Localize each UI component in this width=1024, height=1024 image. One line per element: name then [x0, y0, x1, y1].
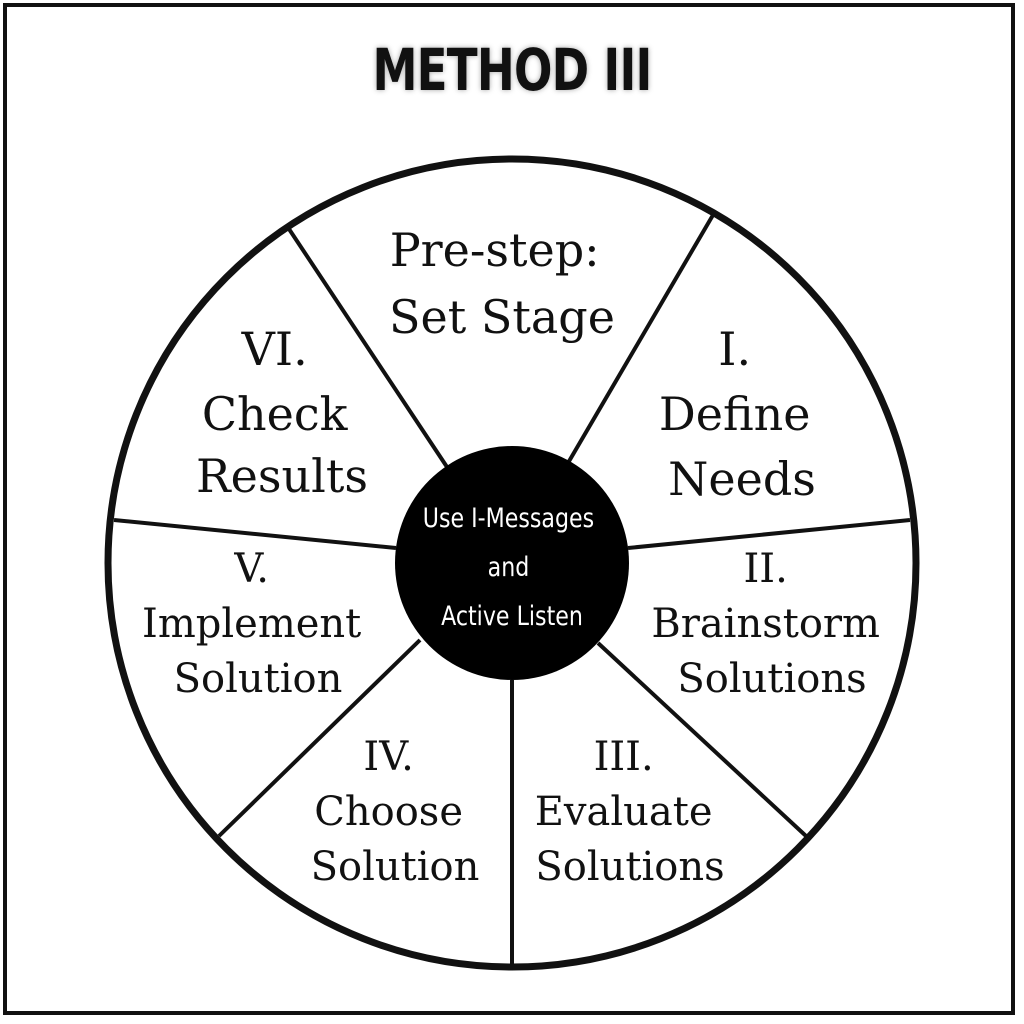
spoke-divider: [596, 641, 808, 838]
segment-vi-number: VI.: [241, 322, 308, 376]
spoke-divider: [113, 518, 397, 550]
segment-iv-line3: Solution: [311, 844, 480, 890]
segment-iii-line2: Evaluate: [535, 789, 713, 835]
spoke-divider: [627, 518, 911, 550]
segment-v-line2: Implement: [142, 601, 361, 647]
segment-ii-line3: Solutions: [677, 656, 866, 702]
hub-line2: and: [488, 551, 530, 583]
segment-iii-number: III.: [594, 734, 654, 780]
segment-pre-step-line2: Set Stage: [389, 290, 615, 344]
segment-vi-line2: Check: [202, 387, 349, 441]
segment-pre-step-line1: Pre-step:: [390, 223, 600, 277]
hub-line1: Use I-Messages: [423, 502, 594, 534]
outer-frame: [3, 3, 1015, 1015]
spoke-divider: [566, 213, 715, 465]
segment-iv-number: IV.: [363, 734, 413, 780]
segment-define-needs: I. Define Needs: [659, 322, 825, 506]
hub-label: Use I-Messages and Active Listen: [423, 502, 601, 632]
segment-i-number: I.: [718, 322, 751, 376]
segment-choose-solution: IV. Choose Solution: [311, 734, 480, 890]
segment-iii-line3: Solutions: [535, 844, 724, 890]
segment-ii-line2: Brainstorm: [651, 601, 880, 647]
segment-iv-line2: Choose: [314, 789, 463, 835]
segment-pre-step: Pre-step: Set Stage: [389, 223, 615, 344]
hub-text-group: Use I-Messages and Active Listen: [423, 502, 601, 632]
spoke-divider: [287, 227, 449, 469]
segment-i-line2: Define: [659, 387, 811, 441]
segment-evaluate-solutions: III. Evaluate Solutions: [535, 734, 726, 890]
hub-line3: Active Listen: [441, 600, 583, 632]
segment-vi-line3: Results: [196, 449, 368, 503]
center-hub: [395, 446, 629, 680]
segment-ii-number: II.: [743, 546, 787, 592]
segment-v-line3: Solution: [174, 656, 343, 702]
segment-v-number: V.: [233, 546, 269, 592]
segment-check-results: VI. Check Results: [196, 322, 368, 503]
diagram-title: METHOD III: [372, 36, 652, 104]
segment-brainstorm-solutions: II. Brainstorm Solutions: [651, 546, 892, 702]
segment-implement-solution: V. Implement Solution: [142, 546, 374, 702]
segment-i-line3: Needs: [668, 452, 816, 506]
spoke-divider: [217, 638, 422, 838]
